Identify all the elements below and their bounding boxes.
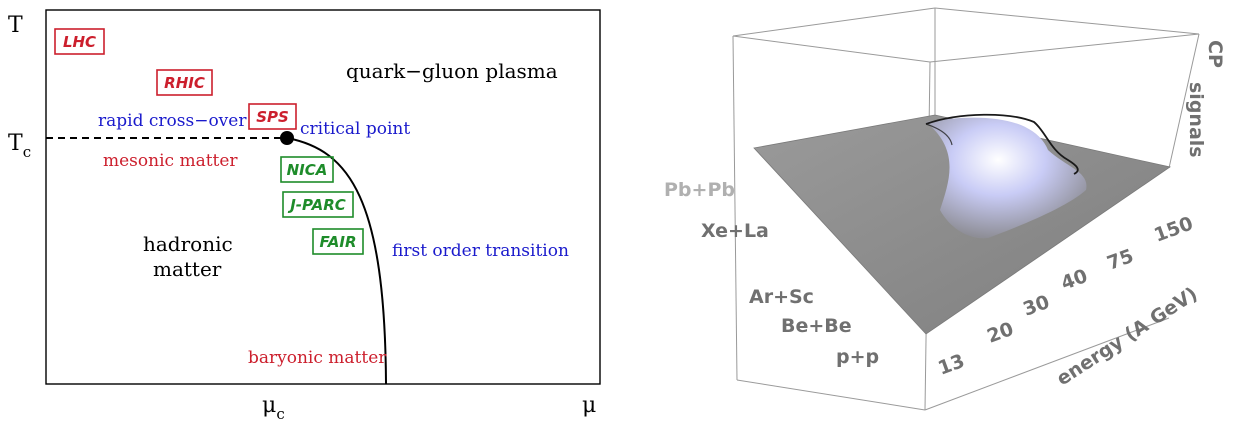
first-order-label: first order transition: [392, 241, 569, 261]
system-label: Ar+Sc: [749, 286, 814, 308]
system-label: Pb+Pb: [664, 179, 735, 201]
experiment-lhc: LHC: [54, 28, 105, 55]
svg-text:FAIR: FAIR: [319, 233, 356, 251]
critical-point-marker: [280, 131, 294, 145]
z-label-signals: signals: [1185, 82, 1207, 158]
crossover-label: rapid cross−over: [98, 111, 247, 131]
experiment-nica: NICA: [280, 156, 334, 183]
energy-tick-label: 150: [1151, 212, 1196, 246]
cp-signal-peak: [926, 117, 1087, 239]
experiment-rhic: RHIC: [156, 69, 213, 96]
energy-tick-label: 40: [1058, 265, 1090, 295]
energy-tick-label: 13: [935, 350, 967, 380]
tc-axis-label: Tc: [8, 131, 31, 161]
cp-signal-plot: CP signals Pb+Pb Xe+La Ar+Sc Be+Be p+p 1…: [664, 7, 1226, 411]
system-label: Xe+La: [701, 220, 769, 242]
first-order-line: [286, 137, 387, 385]
qgp-label: quark−gluon plasma: [346, 59, 558, 83]
experiment-sps: SPS: [248, 103, 297, 130]
energy-tick-label: 30: [1020, 291, 1052, 321]
svg-text:J-PARC: J-PARC: [287, 196, 346, 214]
baryonic-label: baryonic matter: [248, 348, 387, 368]
svg-text:SPS: SPS: [256, 108, 289, 126]
peak-ridge: [925, 113, 1079, 175]
hadronic-label-line2: matter: [153, 257, 222, 281]
experiment-jparc: J-PARC: [282, 191, 354, 218]
svg-text:RHIC: RHIC: [164, 74, 205, 92]
energy-tick-label: 75: [1104, 245, 1136, 275]
svg-text:LHC: LHC: [63, 33, 96, 51]
diagram-frame: [45, 9, 601, 385]
mesonic-label: mesonic matter: [103, 151, 238, 171]
svg-text:NICA: NICA: [287, 161, 328, 179]
system-label: Be+Be: [781, 315, 852, 337]
muc-axis-label: μc: [262, 393, 285, 423]
z-label-cp: CP: [1204, 40, 1226, 68]
mu-axis-label: μ: [582, 393, 596, 418]
hadronic-label-line1: hadronic: [143, 232, 233, 256]
experiment-fair: FAIR: [312, 228, 364, 255]
critical-point-label: critical point: [300, 119, 410, 139]
energy-tick-label: 20: [984, 318, 1016, 348]
energy-axis-label: energy (A GeV): [1053, 283, 1202, 390]
t-axis-label: T: [8, 13, 23, 38]
system-label: p+p: [836, 346, 879, 368]
phase-diagram: T Tc μ μc quark−gluon plasma hadronic ma…: [8, 9, 601, 423]
